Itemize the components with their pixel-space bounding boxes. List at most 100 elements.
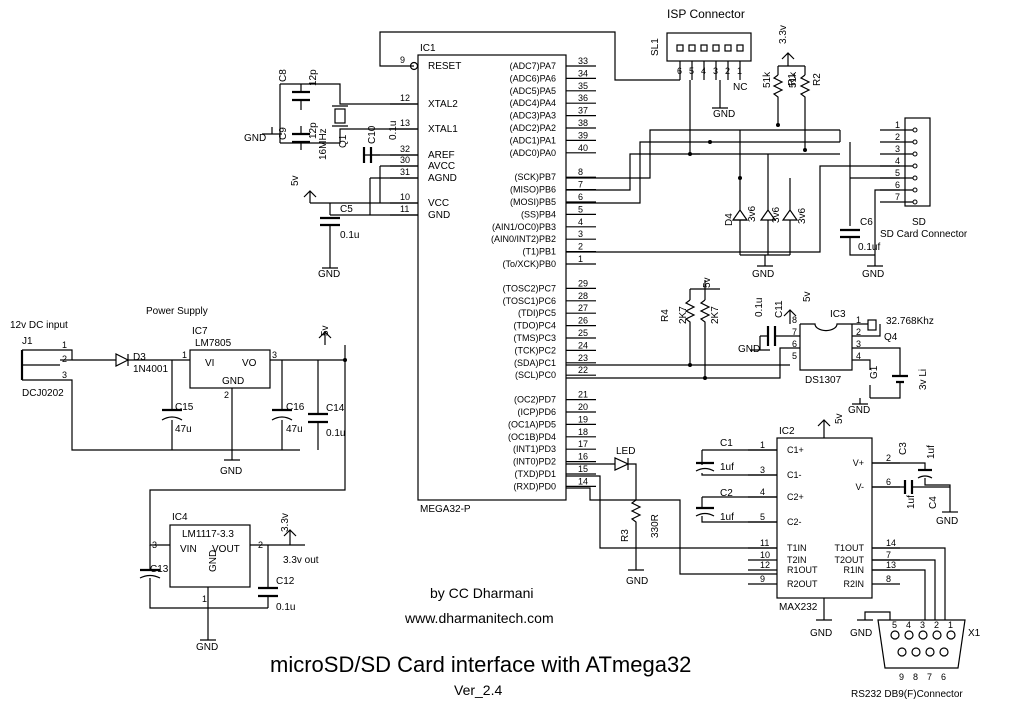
led-circuit: LED R3 330R GND — [566, 446, 661, 587]
power-title: Power Supply — [146, 306, 208, 317]
rtc-ref: IC3 — [830, 309, 846, 320]
max-left-pin-num: 5 — [760, 512, 765, 522]
max-right-pin-num: 13 — [886, 560, 896, 570]
v33-top: 3.3v — [778, 25, 789, 44]
mcu-right-pin-name: (OC2)PD7 — [514, 395, 556, 405]
c11-value: 0.1u — [754, 298, 765, 317]
diagram-title: microSD/SD Card interface with ATmega32 — [270, 652, 691, 677]
rtc-pin-num: 5 — [792, 351, 797, 361]
db9-pin-num: 1 — [948, 620, 953, 630]
mcu-left-pin-num: 30 — [400, 155, 410, 165]
sd-pin-num: 3 — [895, 144, 900, 154]
mcu-right-pin-name: (ICP)PD6 — [517, 407, 556, 417]
sd-title: SD Card Connector — [880, 229, 968, 240]
mcu-right-pin-num: 39 — [578, 130, 588, 140]
sd-pin-dot — [912, 187, 918, 193]
pullups: 3.3v 51k R1 51k R2 — [688, 25, 823, 156]
rtc-pin-num: 2 — [856, 327, 861, 337]
mcu-right-pins: 33(ADC7)PA734(ADC6)PA635(ADC5)PA536(ADC4… — [491, 56, 596, 491]
rtc-part: DS1307 — [805, 375, 842, 386]
mcu-right-pin-name: (SCL)PC0 — [515, 370, 556, 380]
r4-label: R4 — [660, 309, 671, 322]
c13-label: C13 — [150, 564, 169, 575]
c4-value: 1uf — [906, 495, 917, 509]
isp-pin-pad — [700, 44, 708, 52]
max232-part: MAX232 — [779, 602, 818, 613]
gnd-c5: GND — [318, 269, 340, 280]
mcu-right-pin-num: 18 — [578, 427, 588, 437]
mcu-right-pin-num: 14 — [578, 476, 588, 486]
max-left-pin-num: 1 — [760, 440, 765, 450]
mcu-right-pin-num: 38 — [578, 118, 588, 128]
max232-ref: IC2 — [779, 426, 795, 437]
mcu-right-pin-num: 36 — [578, 93, 588, 103]
battery-value: 3v Li — [918, 369, 929, 390]
c10-label: C10 — [367, 125, 378, 144]
mcu-right-pin-name: (ADC1)PA1 — [510, 135, 556, 145]
ldo-vin: VIN — [180, 544, 197, 555]
c9-value: 12p — [308, 122, 319, 139]
db9-pin-circle — [904, 630, 914, 640]
sd-pin-num: 2 — [895, 132, 900, 142]
db9-pin-num: 4 — [906, 620, 911, 630]
isp-pin-pad — [676, 44, 684, 52]
max-left-pin-name: R1OUT — [787, 565, 818, 575]
mcu-left-pin-name: VCC — [428, 198, 449, 209]
gnd-rtc: GND — [848, 405, 870, 416]
c1-label: C1 — [720, 438, 733, 449]
mcu-right-pin-name: (TOSC2)PC7 — [503, 283, 556, 293]
reg-pin3: 3 — [272, 350, 277, 360]
power-pins-mcu: 5v C5 0.1u GND C10 0.1u — [290, 121, 418, 280]
db9-pin-circle — [918, 630, 928, 640]
max-left-pin-name: T2IN — [787, 555, 807, 565]
db9-pin-circle — [939, 647, 949, 657]
sd-pin-num: 7 — [895, 192, 900, 202]
rtc-pin-num: 3 — [856, 339, 861, 349]
power-input: 12v DC input — [10, 320, 68, 331]
mcu-right-pin-num: 35 — [578, 81, 588, 91]
db9-pin-num: 5 — [892, 620, 897, 630]
gnd-sd: GND — [862, 269, 884, 280]
c15-value: 47u — [175, 424, 192, 435]
gnd-ldo: GND — [196, 642, 218, 653]
reg-5v: 5v — [320, 325, 331, 336]
c16-value: 47u — [286, 424, 303, 435]
sd-ref: SD — [912, 217, 926, 228]
mcu-right-pin-num: 24 — [578, 340, 588, 350]
mcu-left-pin-name: RESET — [428, 61, 461, 72]
jack-pin1: 1 — [62, 340, 67, 350]
mcu-right-pin-name: (MISO)PB6 — [510, 185, 556, 195]
max-5v: 5v — [834, 413, 845, 424]
mcu-left-pin-num: 31 — [400, 167, 410, 177]
mcu-right-pin-num: 6 — [578, 192, 583, 202]
mcu-left-pin-name: AGND — [428, 173, 457, 184]
mcu-left-pin-name: AREF — [428, 150, 455, 161]
max-left-pin-num: 4 — [760, 487, 765, 497]
mcu-right-pin-name: (INT1)PD3 — [513, 444, 556, 454]
max-left-pin-name: R2OUT — [787, 579, 818, 589]
version: Ver_2.4 — [454, 682, 502, 698]
db9-pin-circle — [925, 647, 935, 657]
mcu-right-pin-num: 37 — [578, 106, 588, 116]
c14-label: C14 — [326, 403, 345, 414]
mcu-right-pin-name: (OC1B)PD4 — [508, 432, 556, 442]
c9-label: C9 — [278, 127, 289, 140]
mcu-right-pin-num: 7 — [578, 180, 583, 190]
gnd-power: GND — [220, 466, 242, 477]
mcu-right-pin-name: (ADC7)PA7 — [510, 61, 556, 71]
mcu-right-pin-name: (ADC4)PA4 — [510, 98, 556, 108]
db9-pin-num: 9 — [899, 672, 904, 682]
jack-pin2: 2 — [62, 354, 67, 364]
isp-pin-pad — [724, 44, 732, 52]
author: by CC Dharmani — [430, 585, 533, 601]
rtc-5v: 5v — [702, 277, 713, 288]
r1-value: 51k — [762, 71, 773, 88]
rtc-pin-num: 1 — [856, 315, 861, 325]
sd-pin-dot — [912, 127, 918, 133]
power-supply: Power Supply 12v DC input J1 DCJ0202 1 2… — [10, 306, 347, 546]
footer: by CC Dharmani www.dharmanitech.com micr… — [270, 585, 691, 698]
rs232-lines — [872, 547, 946, 620]
mcu-left-pin-name: XTAL1 — [428, 124, 458, 135]
